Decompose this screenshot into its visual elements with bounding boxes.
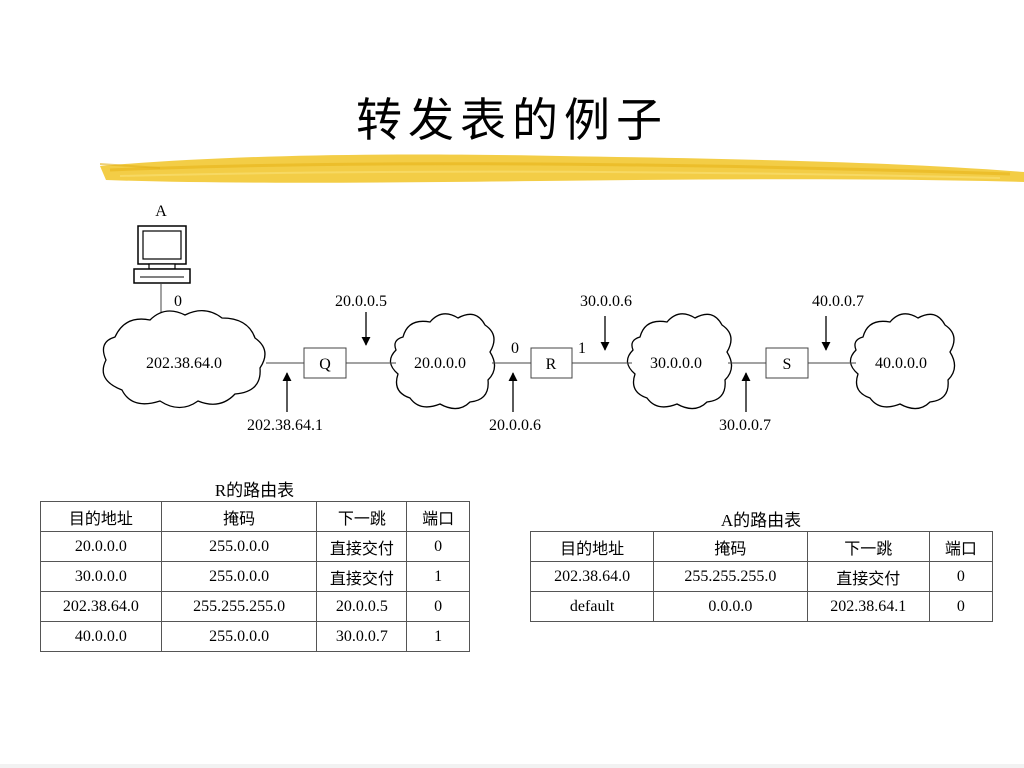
svg-text:R: R xyxy=(546,356,557,373)
network-label-2: 20.0.0.0 xyxy=(414,355,466,372)
table-cell: 255.0.0.0 xyxy=(160,561,318,592)
network-label-1: 202.38.64.0 xyxy=(146,355,222,372)
table-cell: 20.0.0.5 xyxy=(316,591,408,622)
host-label: A xyxy=(155,203,167,220)
network-cloud-3 xyxy=(626,313,733,410)
table-header-row: 目的地址 掩码 下一跳 端口 xyxy=(40,501,470,532)
address-r-right: 30.0.0.6 xyxy=(580,293,632,310)
table-row: 20.0.0.0 255.0.0.0 直接交付 0 xyxy=(40,531,470,562)
address-s-left: 30.0.0.7 xyxy=(719,417,771,434)
address-arrows xyxy=(282,312,831,412)
table-cell: 1 xyxy=(406,621,470,652)
footer-divider xyxy=(0,764,1024,768)
svg-text:S: S xyxy=(783,356,792,373)
table-row: 202.38.64.0 255.255.255.0 直接交付 0 xyxy=(529,561,994,592)
table-cell: 30.0.0.0 xyxy=(40,561,162,592)
table-cell: 0 xyxy=(928,561,994,592)
col-header: 目的地址 xyxy=(529,531,655,562)
network-cloud-2 xyxy=(389,313,496,410)
table-cell: 255.0.0.0 xyxy=(160,531,318,562)
address-q-right: 20.0.0.5 xyxy=(335,293,387,310)
a-table-caption: A的路由表 xyxy=(720,511,802,530)
address-s-right: 40.0.0.7 xyxy=(812,293,864,310)
table-cell: default xyxy=(529,591,655,622)
router-q: Q xyxy=(303,347,347,379)
table-cell: 0 xyxy=(928,591,994,622)
table-cell: 直接交付 xyxy=(316,561,408,592)
col-header: 下一跳 xyxy=(316,501,408,532)
col-header: 掩码 xyxy=(160,501,318,532)
host-port-label: 0 xyxy=(174,293,182,310)
r-routing-table: 目的地址 掩码 下一跳 端口 20.0.0.0 255.0.0.0 直接交付 0… xyxy=(40,501,470,652)
address-q-left: 202.38.64.1 xyxy=(247,417,323,434)
table-cell: 202.38.64.0 xyxy=(529,561,655,592)
table-cell: 直接交付 xyxy=(316,531,408,562)
network-cloud-4 xyxy=(849,313,956,410)
table-row: default 0.0.0.0 202.38.64.1 0 xyxy=(529,591,994,622)
table-row: 40.0.0.0 255.0.0.0 30.0.0.7 1 xyxy=(40,621,470,652)
r-table-caption: R的路由表 xyxy=(214,481,295,500)
address-r-left: 20.0.0.6 xyxy=(489,417,541,434)
page-title: 转发表的例子 xyxy=(356,93,668,147)
col-header: 目的地址 xyxy=(40,501,162,532)
table-row: 30.0.0.0 255.0.0.0 直接交付 1 xyxy=(40,561,470,592)
table-cell: 直接交付 xyxy=(806,561,930,592)
table-cell: 30.0.0.7 xyxy=(316,621,408,652)
col-header: 端口 xyxy=(406,501,470,532)
table-cell: 255.0.0.0 xyxy=(160,621,318,652)
router-r-port-1: 1 xyxy=(578,340,586,357)
network-label-4: 40.0.0.0 xyxy=(875,355,927,372)
network-label-3: 30.0.0.0 xyxy=(650,355,702,372)
highlighter-stroke xyxy=(100,154,1024,183)
table-cell: 202.38.64.1 xyxy=(806,591,930,622)
router-s: S xyxy=(765,347,809,379)
table-cell: 255.255.255.0 xyxy=(160,591,318,622)
a-routing-table: 目的地址 掩码 下一跳 端口 202.38.64.0 255.255.255.0… xyxy=(529,531,994,622)
router-r-port-0: 0 xyxy=(511,340,519,357)
table-cell: 40.0.0.0 xyxy=(40,621,162,652)
col-header: 端口 xyxy=(928,531,994,562)
computer-icon xyxy=(133,225,191,284)
col-header: 下一跳 xyxy=(806,531,930,562)
table-header-row: 目的地址 掩码 下一跳 端口 xyxy=(529,531,994,562)
svg-text:Q: Q xyxy=(319,356,331,373)
router-r: R xyxy=(530,347,573,379)
table-cell: 0 xyxy=(406,531,470,562)
table-cell: 255.255.255.0 xyxy=(653,561,808,592)
table-cell: 20.0.0.0 xyxy=(40,531,162,562)
table-cell: 202.38.64.0 xyxy=(40,591,162,622)
table-row: 202.38.64.0 255.255.255.0 20.0.0.5 0 xyxy=(40,591,470,622)
table-cell: 0 xyxy=(406,591,470,622)
col-header: 掩码 xyxy=(653,531,808,562)
table-cell: 0.0.0.0 xyxy=(653,591,808,622)
network-cloud-1 xyxy=(102,310,266,409)
table-cell: 1 xyxy=(406,561,470,592)
network-diagram: A 0 202.38.64.0 20.0.0.0 30.0.0.0 40.0.0… xyxy=(102,203,956,434)
